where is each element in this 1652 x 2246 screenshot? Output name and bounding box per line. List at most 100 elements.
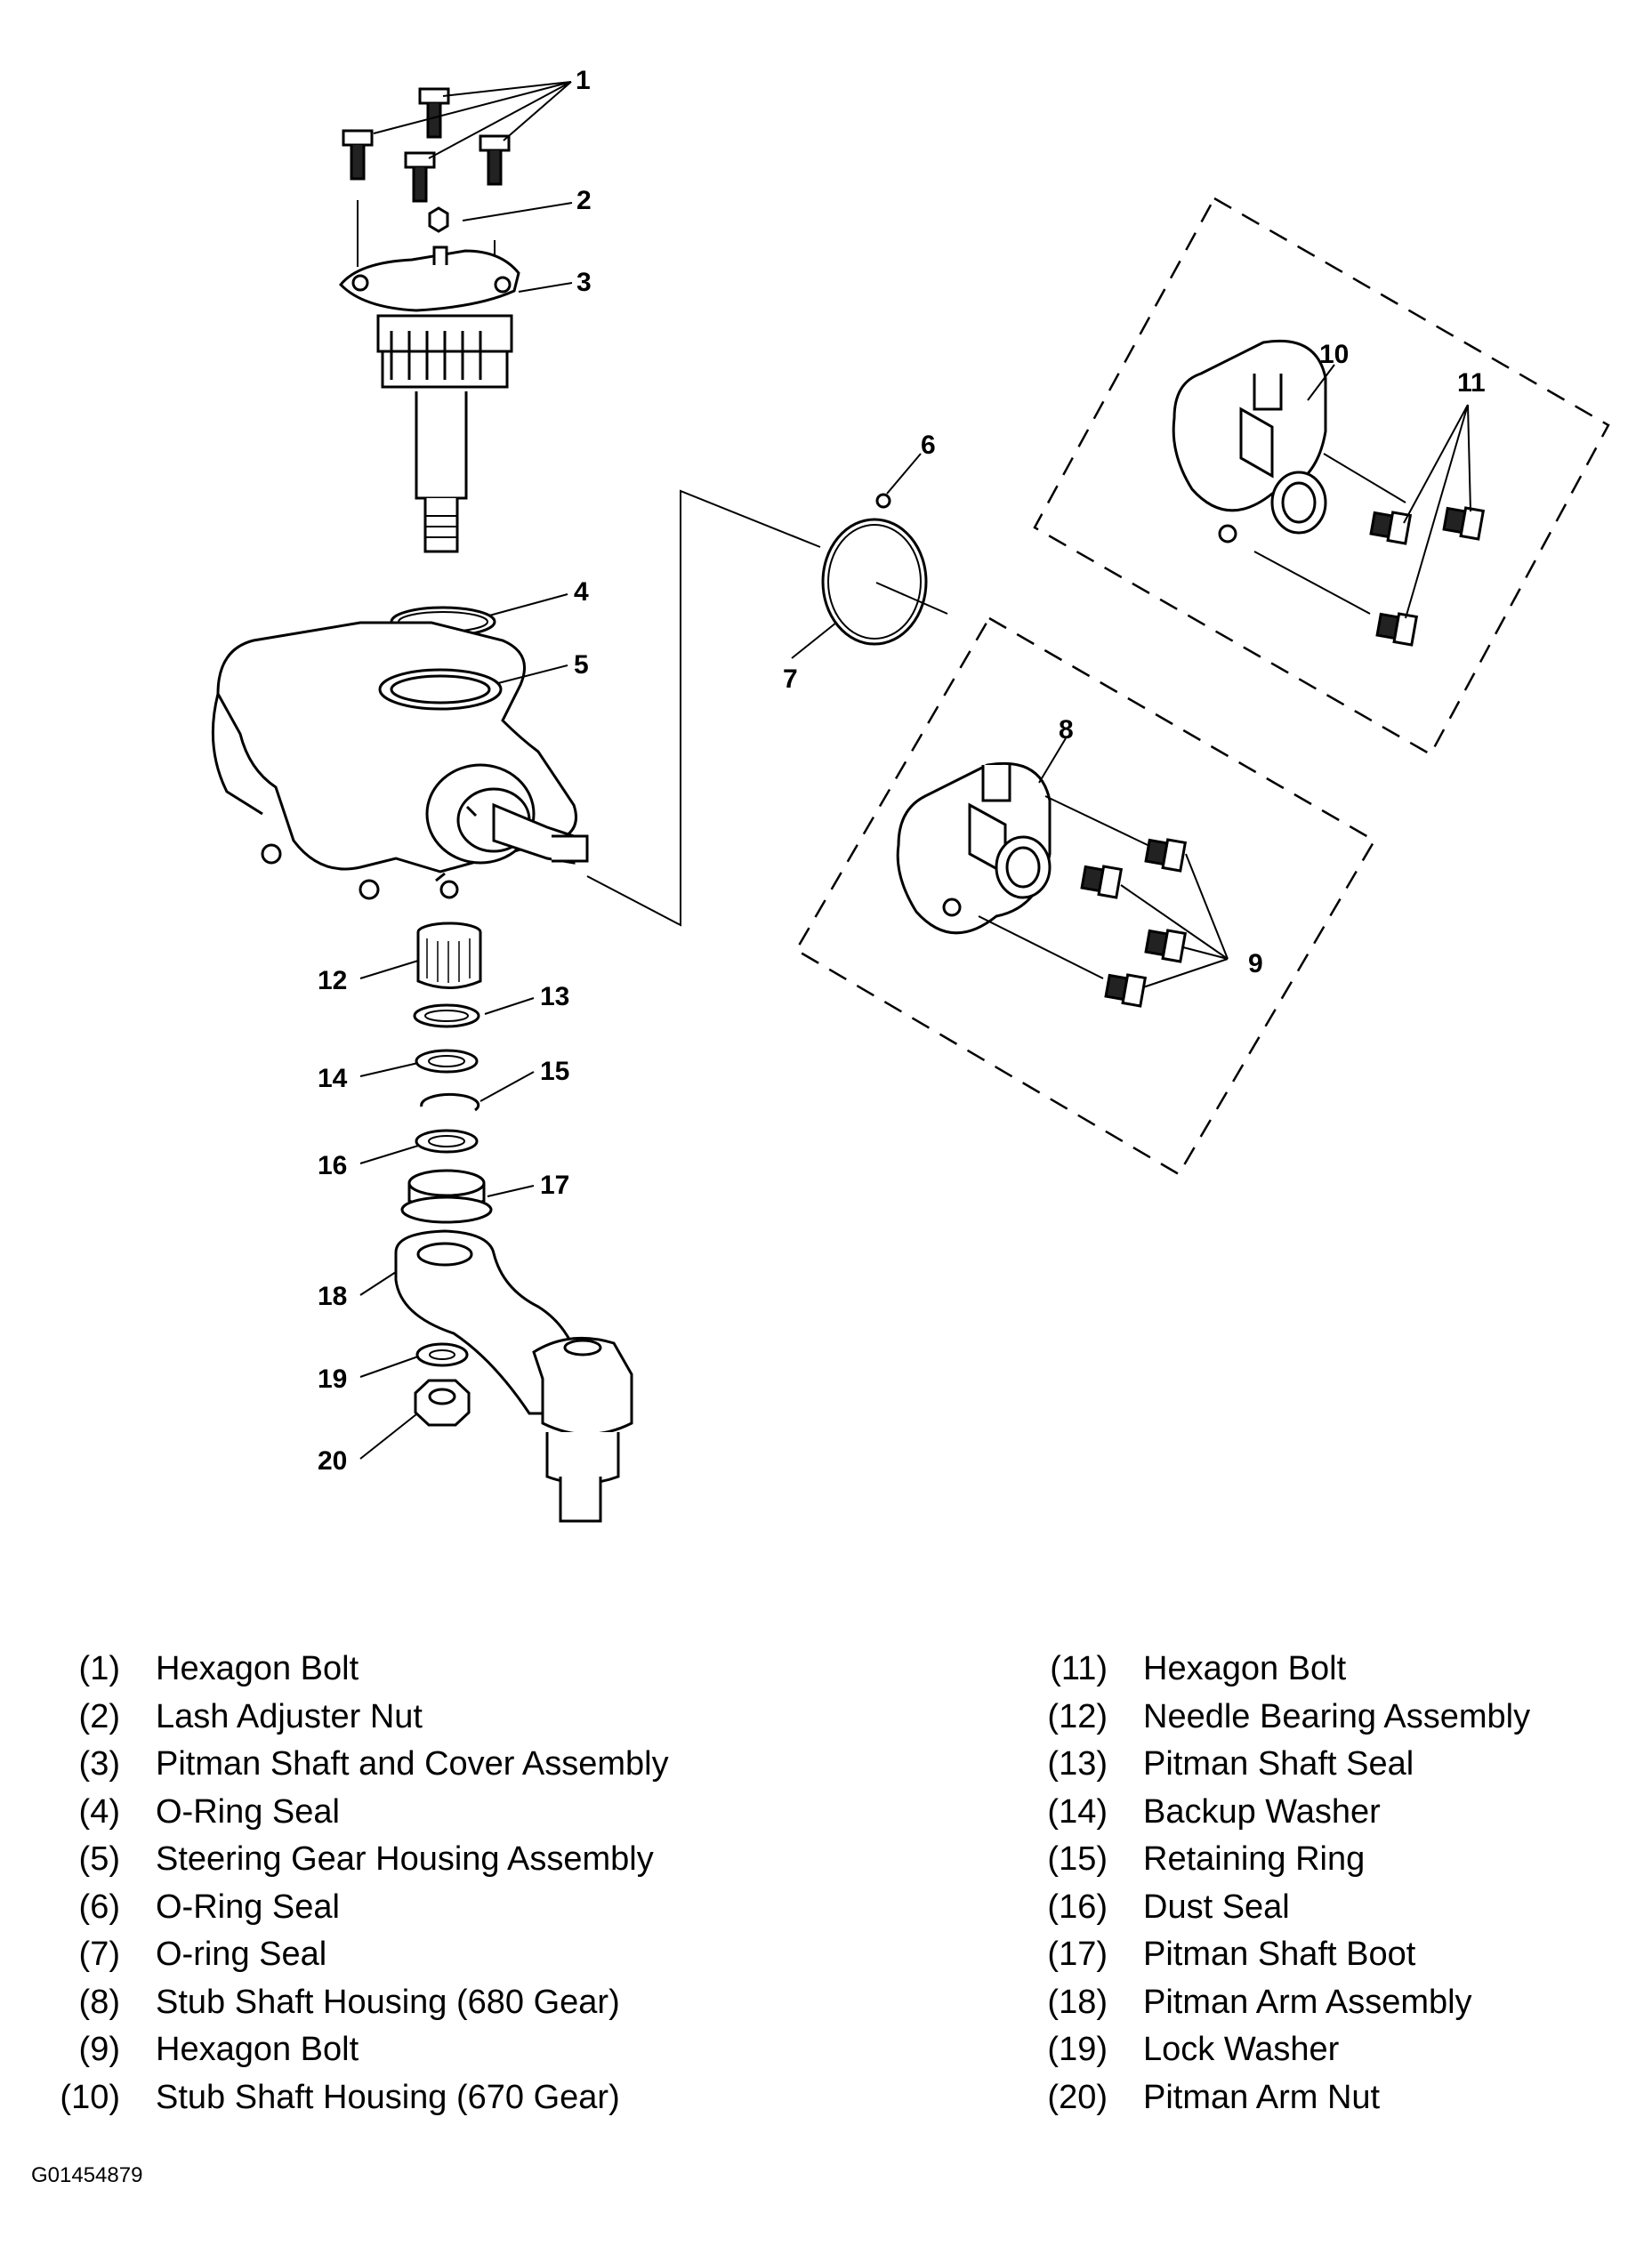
legend-number: (18) <box>1047 1983 1108 2021</box>
legend-label: Pitman Shaft Seal <box>1143 1745 1414 1783</box>
legend-label: Retaining Ring <box>1143 1840 1366 1878</box>
callout-7: 7 <box>783 664 798 694</box>
pitman-shaft-cover-assembly <box>339 246 520 553</box>
o-ring-seal-7 <box>821 518 928 646</box>
legend-item: (19) Lock Washer <box>1019 2026 1530 2074</box>
callout-6: 6 <box>921 431 936 460</box>
legend-item: (20) Pitman Arm Nut <box>1019 2074 1530 2122</box>
legend-number: (7) <box>78 1936 120 1973</box>
legend-label: Pitman Shaft Boot <box>1143 1936 1416 1973</box>
callout-20: 20 <box>318 1446 347 1476</box>
callout-18: 18 <box>318 1282 347 1311</box>
legend-item: (12) Needle Bearing Assembly <box>1019 1694 1530 1742</box>
callout-17: 17 <box>540 1171 569 1200</box>
legend-label: Hexagon Bolt <box>156 2031 359 2068</box>
exploded-view-diagram: 1 2 3 4 5 6 7 8 9 10 11 12 13 14 15 16 1… <box>211 66 1610 1523</box>
legend-label: Stub Shaft Housing (670 Gear) <box>156 2078 620 2116</box>
legend-item: (2) Lash Adjuster Nut <box>31 1694 669 1742</box>
legend-number: (14) <box>1047 1792 1108 1831</box>
callout-12: 12 <box>318 966 347 995</box>
legend-label: Pitman Shaft and Cover Assembly <box>156 1745 669 1783</box>
pitman-arm-assembly <box>394 1229 633 1523</box>
callout-15: 15 <box>540 1057 569 1086</box>
needle-bearing-assembly <box>416 922 482 989</box>
legend-number: (10) <box>60 2078 120 2116</box>
legend-number: (15) <box>1047 1840 1108 1878</box>
backup-washer <box>415 1049 479 1074</box>
legend-number: (12) <box>1047 1697 1108 1735</box>
lock-washer <box>415 1342 469 1367</box>
callout-3: 3 <box>576 268 592 297</box>
legend-item: (15) Retaining Ring <box>1019 1836 1530 1884</box>
legend-number: (1) <box>78 1650 120 1687</box>
legend-label: Hexagon Bolt <box>156 1650 359 1687</box>
legend-number: (17) <box>1047 1936 1108 1973</box>
dust-seal <box>415 1129 479 1154</box>
legend-number: (11) <box>1050 1650 1108 1687</box>
callout-9: 9 <box>1248 949 1263 978</box>
parts-legend-right: (11) Hexagon Bolt (12) Needle Bearing Asse… <box>1019 1646 1530 2121</box>
callout-16: 16 <box>318 1151 347 1180</box>
o-ring-seal-6 <box>875 493 891 509</box>
figure-reference: G01454879 <box>31 2163 143 2187</box>
legend-label: Lock Washer <box>1143 2031 1340 2068</box>
legend-item: (10) Stub Shaft Housing (670 Gear) <box>31 2074 669 2122</box>
legend-item: (11) Hexagon Bolt <box>1019 1646 1530 1694</box>
legend-label: Backup Washer <box>1143 1792 1381 1831</box>
legend-number: (9) <box>78 2031 120 2068</box>
legend-label: O-Ring Seal <box>156 1792 340 1831</box>
callout-11: 11 <box>1457 368 1486 398</box>
legend-label: Hexagon Bolt <box>1143 1650 1347 1687</box>
legend-item: (4) O-Ring Seal <box>31 1789 669 1837</box>
legend-label: Needle Bearing Assembly <box>1143 1697 1531 1735</box>
legend-number: (13) <box>1047 1745 1108 1783</box>
callout-5: 5 <box>574 650 589 680</box>
retaining-ring <box>420 1092 480 1112</box>
legend-item: (1) Hexagon Bolt <box>31 1646 669 1694</box>
legend-label: Pitman Arm Nut <box>1143 2078 1381 2116</box>
callout-8: 8 <box>1059 715 1074 745</box>
legend-item: (7)O-ring Seal <box>31 1931 669 1979</box>
callout-13: 13 <box>540 982 569 1011</box>
stub-shaft-housing-680 <box>896 761 1148 979</box>
legend-item: (3) Pitman Shaft and Cover Assembly <box>31 1741 669 1789</box>
legend-item: (17) Pitman Shaft Boot <box>1019 1931 1530 1979</box>
legend-item: (8) Stub Shaft Housing (680 Gear) <box>31 1979 669 2027</box>
legend-number: (6) <box>78 1888 120 1926</box>
legend-number: (16) <box>1047 1888 1108 1926</box>
pitman-arm-nut <box>414 1379 471 1427</box>
dashed-group-680 <box>794 616 1376 1176</box>
legend-number: (20) <box>1047 2078 1108 2116</box>
legend-item: (6) O-Ring Seal <box>31 1884 669 1932</box>
pitman-shaft-boot <box>400 1169 493 1224</box>
legend-number: (3) <box>78 1745 120 1783</box>
legend-item: (18) Pitman Arm Assembly <box>1019 1979 1530 2027</box>
callout-14: 14 <box>318 1064 348 1093</box>
pitman-shaft-seal <box>413 1003 480 1028</box>
legend-number: (8) <box>78 1983 120 2021</box>
legend-number: (4) <box>78 1792 120 1831</box>
legend-label: Pitman Arm Assembly <box>1143 1983 1472 2021</box>
callout-10: 10 <box>1319 340 1349 369</box>
hexagon-bolts-11 <box>1369 506 1486 647</box>
legend-label: Lash Adjuster Nut <box>156 1697 423 1735</box>
steering-gear-housing-assembly <box>211 621 589 900</box>
callout-2: 2 <box>576 186 592 215</box>
legend-number: (5) <box>78 1840 120 1878</box>
legend-number: (2) <box>78 1697 120 1735</box>
parts-legend-left: (1) Hexagon Bolt (2) Lash Adjuster Nut (3)… <box>31 1646 669 2122</box>
callout-4: 4 <box>574 577 589 607</box>
leader-lines <box>359 81 1335 1460</box>
legend-item: (9) Hexagon Bolt <box>31 2026 669 2074</box>
hexagon-bolts-9 <box>1080 838 1188 1008</box>
dashed-group-670 <box>1033 197 1610 756</box>
legend-number: (19) <box>1047 2031 1108 2068</box>
legend-label: Steering Gear Housing Assembly <box>156 1840 654 1878</box>
legend-label: Dust Seal <box>1143 1888 1290 1926</box>
hexagon-bolts-1 <box>342 87 511 271</box>
legend-item: (14) Backup Washer <box>1019 1789 1530 1837</box>
legend-item: (5) Steering Gear Housing Assembly <box>31 1836 669 1884</box>
legend-label: O-Ring Seal <box>156 1888 340 1926</box>
callout-19: 19 <box>318 1365 347 1394</box>
legend-label: Stub Shaft Housing (680 Gear) <box>156 1983 620 2021</box>
